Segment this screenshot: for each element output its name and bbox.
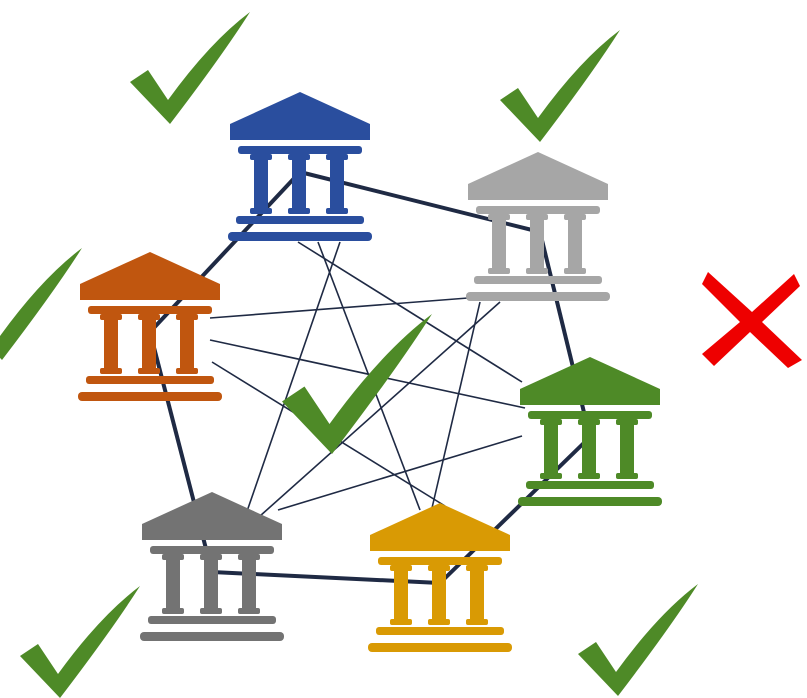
- thin-edge-bank-lightgray-bank-darkgray: [259, 301, 501, 517]
- check-top-left-icon: [130, 12, 250, 124]
- bank-darkgray-icon: [140, 492, 284, 641]
- thin-edge-bank-blue-bank-green: [297, 241, 523, 383]
- bank-lightgray-icon: [466, 152, 610, 301]
- bank-orange-icon: [78, 252, 222, 401]
- check-top-right-icon: [500, 30, 620, 142]
- check-bottom-right-icon: [578, 584, 698, 696]
- thin-edge-bank-lightgray-bank-gold: [431, 301, 481, 509]
- check-center-icon: [282, 314, 432, 454]
- status-marks: [0, 12, 802, 698]
- thin-edge-bank-lightgray-bank-orange: [209, 297, 469, 319]
- check-bottom-left-icon: [20, 586, 140, 698]
- check-left-icon: [0, 248, 82, 360]
- thin-edge-bank-green-bank-darkgray: [277, 435, 523, 511]
- thin-edge-bank-orange-bank-green: [209, 339, 526, 409]
- bank-nodes: [78, 92, 662, 652]
- thick-edge-bank-orange-bank-blue: [148, 170, 302, 334]
- bank-blue-icon: [228, 92, 372, 241]
- thin-edge-bank-blue-bank-darkgray: [243, 241, 341, 521]
- cross-right-icon: [702, 272, 802, 368]
- bank-gold-icon: [368, 503, 512, 652]
- bank-green-icon: [518, 357, 662, 506]
